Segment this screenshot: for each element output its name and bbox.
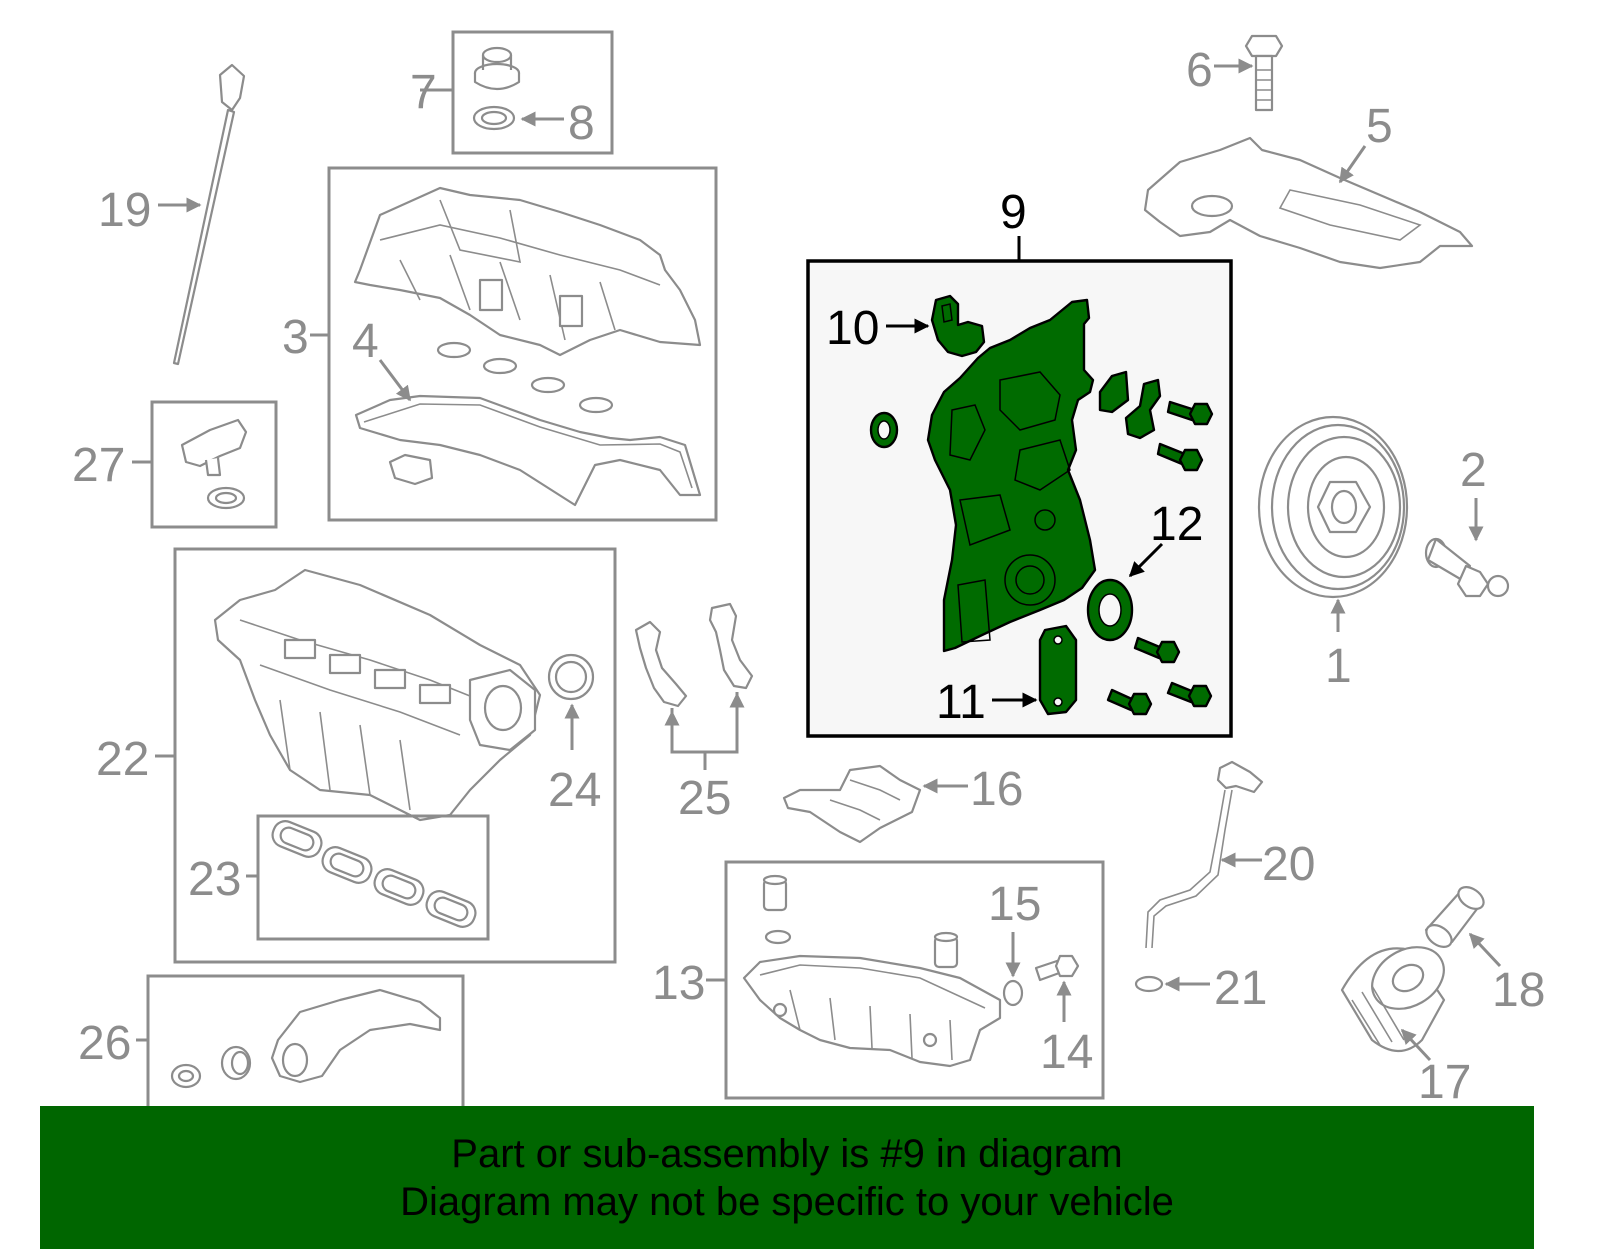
callout-12-label: 12 (1150, 498, 1203, 551)
callout-6-label: 6 (1186, 44, 1213, 97)
cover-bolt-part-6[interactable] (1244, 34, 1284, 112)
callout-26-label: 26 (78, 1017, 131, 1070)
callout-24-label: 24 (548, 764, 601, 817)
timing-chain-cover[interactable] (926, 298, 1097, 653)
notice-banner: Part or sub-assembly is #9 in diagram Di… (40, 1106, 1534, 1249)
intake-manifold[interactable] (213, 568, 542, 822)
bracket-green-1[interactable] (1098, 370, 1130, 414)
callout-18-arrow (1468, 932, 1502, 968)
valve-cover[interactable] (353, 186, 702, 357)
callout-12-arrow (1128, 542, 1164, 578)
callout-1-label: 1 (1325, 640, 1352, 693)
oil-dipstick[interactable] (172, 63, 246, 366)
callout-21-label: 21 (1214, 962, 1267, 1015)
oil-cap-seal[interactable] (472, 105, 516, 131)
callout-8-label: 8 (568, 97, 595, 150)
bolts-green[interactable] (1106, 400, 1214, 716)
callout-15-label: 15 (988, 878, 1041, 931)
callout-2-label: 2 (1460, 444, 1487, 497)
oil-pan[interactable] (742, 954, 1002, 1068)
oil-baffle-part-16[interactable] (782, 764, 922, 844)
callout-27-label: 27 (72, 439, 125, 492)
callout-16-label: 16 (970, 763, 1023, 816)
banner-line-2: Diagram may not be specific to your vehi… (400, 1179, 1174, 1224)
dipstick-tube-part-20[interactable] (1145, 760, 1264, 949)
callout-20-label: 20 (1262, 838, 1315, 891)
callout-9-label: 9 (1000, 186, 1027, 239)
callout-13-label: 13 (652, 957, 705, 1010)
drain-plug-part-14[interactable] (1034, 954, 1080, 982)
filter-fitting-part-18[interactable] (1422, 883, 1487, 952)
engine-cover-part-5[interactable] (1143, 136, 1474, 270)
callout-4-arrow (378, 359, 412, 402)
bracket-green-2[interactable] (1124, 378, 1162, 440)
throttle-gasket-part-24[interactable] (547, 653, 595, 701)
pulley-bolt-part-2[interactable] (1424, 537, 1510, 598)
callout-10-label: 10 (826, 302, 879, 355)
oil-pressure-sensor[interactable] (180, 418, 248, 477)
oil-pan-dowels[interactable] (762, 874, 959, 969)
valve-cover-box[interactable] (327, 166, 718, 522)
callout-23-label: 23 (188, 853, 241, 906)
drain-plug-washer-part-15[interactable] (1002, 979, 1024, 1007)
callout-19-label: 19 (98, 184, 151, 237)
callout-22-label: 22 (96, 733, 149, 786)
sensor-box[interactable] (150, 400, 278, 529)
valve-cover-gasket[interactable] (354, 394, 702, 507)
callout-7-label: 7 (410, 66, 437, 119)
cover-gasket-part-10[interactable] (930, 294, 986, 358)
mount-bracket[interactable] (270, 988, 442, 1084)
spark-plug-seals[interactable] (436, 341, 614, 414)
engine-brackets-part-25[interactable] (634, 602, 754, 708)
oil-seal-part-12[interactable] (1086, 578, 1134, 642)
callout-18-label: 18 (1492, 964, 1545, 1017)
oil-filler-cap[interactable] (473, 46, 521, 91)
callout-3-label: 3 (282, 311, 309, 364)
callout-17-label: 17 (1418, 1056, 1471, 1109)
callout-11-label: 11 (936, 676, 986, 729)
crankshaft-pulley-part-1[interactable] (1257, 415, 1409, 599)
valve-cover-seal-small[interactable] (388, 453, 434, 486)
callout-4-label: 4 (352, 315, 379, 368)
oil-cap-box[interactable] (451, 30, 614, 155)
tube-o-ring-part-21[interactable] (1134, 975, 1164, 993)
intake-manifold-gaskets[interactable] (269, 818, 479, 931)
callout-5-arrow (1338, 145, 1367, 184)
callout-5-label: 5 (1366, 100, 1393, 153)
o-ring-hole (877, 420, 891, 440)
sensor-washer-hole (214, 491, 238, 505)
cover-plate-part-11[interactable] (1038, 624, 1078, 716)
callout-14-label: 14 (1040, 1026, 1093, 1079)
callout-25-label: 25 (678, 772, 731, 825)
oil-filter-part-17[interactable] (1340, 935, 1455, 1053)
bracket-bolts[interactable] (170, 1045, 252, 1089)
callout-17-arrow (1400, 1028, 1432, 1062)
banner-line-1: Part or sub-assembly is #9 in diagram (451, 1131, 1123, 1176)
